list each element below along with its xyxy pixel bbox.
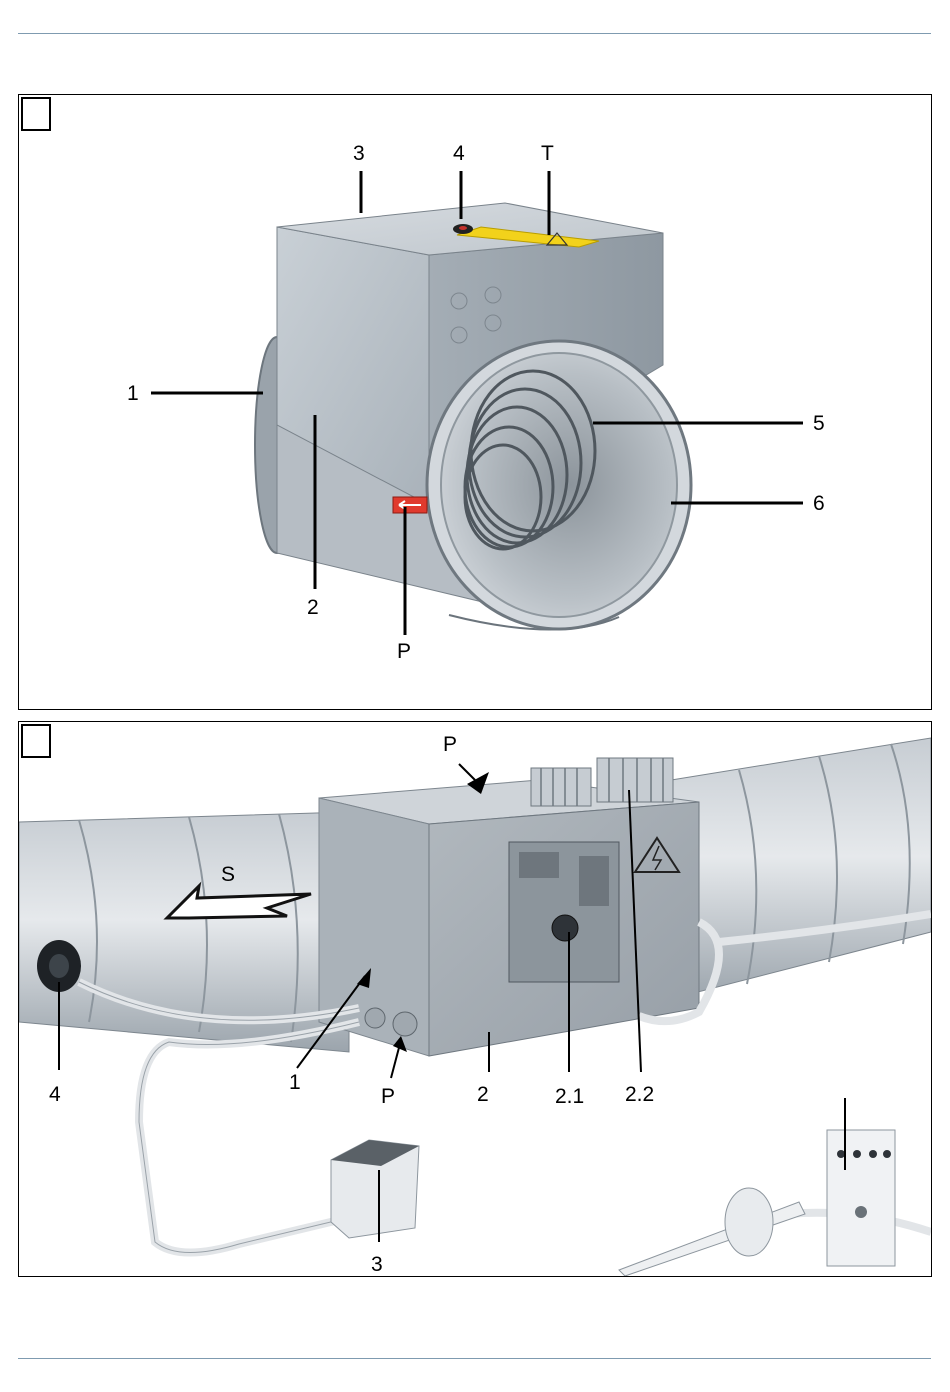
setpoint-potentiometer — [552, 915, 578, 941]
din-rail-controller — [827, 1130, 895, 1266]
label-P-top: P — [443, 734, 457, 755]
label-1: 1 — [289, 1072, 301, 1093]
label-S: S — [221, 864, 235, 885]
label-2-1: 2.1 — [555, 1086, 584, 1107]
label-3: 3 — [353, 143, 365, 164]
label-P: P — [397, 641, 411, 662]
label-P-bottom: P — [381, 1086, 395, 1107]
label-6: 6 — [813, 493, 825, 514]
insertion-sensor-rod — [619, 1202, 805, 1276]
label-2: 2 — [477, 1084, 489, 1105]
duct-heater-illustration — [19, 95, 931, 709]
figure-1-panel: 3 4 T 1 5 6 2 P — [18, 94, 932, 710]
label-4: 4 — [49, 1084, 61, 1105]
label-T: T — [541, 143, 554, 164]
label-3: 3 — [371, 1254, 383, 1275]
label-2: 2 — [307, 597, 319, 618]
header-rule — [18, 33, 931, 34]
footer-rule — [18, 1358, 931, 1359]
installation-illustration — [19, 722, 931, 1276]
figure-2-panel: P S 4 1 P 2 2.1 2.2 3 — [18, 721, 932, 1277]
label-5: 5 — [813, 413, 825, 434]
label-1: 1 — [127, 383, 139, 404]
label-4: 4 — [453, 143, 465, 164]
label-2-2: 2.2 — [625, 1084, 654, 1105]
